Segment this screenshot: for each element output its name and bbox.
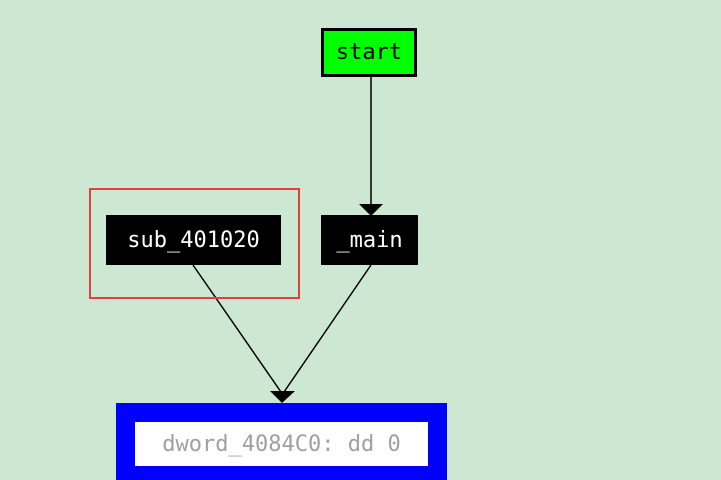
node-main-label: _main — [336, 227, 403, 253]
node-dword-4084c0[interactable]: dword_4084C0: dd 0 — [116, 403, 447, 480]
node-dword-4084c0-content: dword_4084C0: dd 0 — [135, 422, 428, 466]
node-sub-401020-label: sub_401020 — [127, 227, 260, 253]
edge-sub-to-dword — [192, 264, 282, 393]
node-dword-4084c0-label: dword_4084C0: dd 0 — [162, 431, 401, 457]
edge-to-dword-arrowhead — [270, 391, 295, 403]
node-sub-401020[interactable]: sub_401020 — [106, 215, 281, 265]
node-start-label: start — [335, 40, 403, 65]
edge-main-to-dword — [283, 264, 372, 393]
node-start[interactable]: start — [321, 28, 417, 77]
edge-start-to-main-arrowhead — [359, 204, 383, 216]
node-main[interactable]: _main — [321, 215, 418, 265]
